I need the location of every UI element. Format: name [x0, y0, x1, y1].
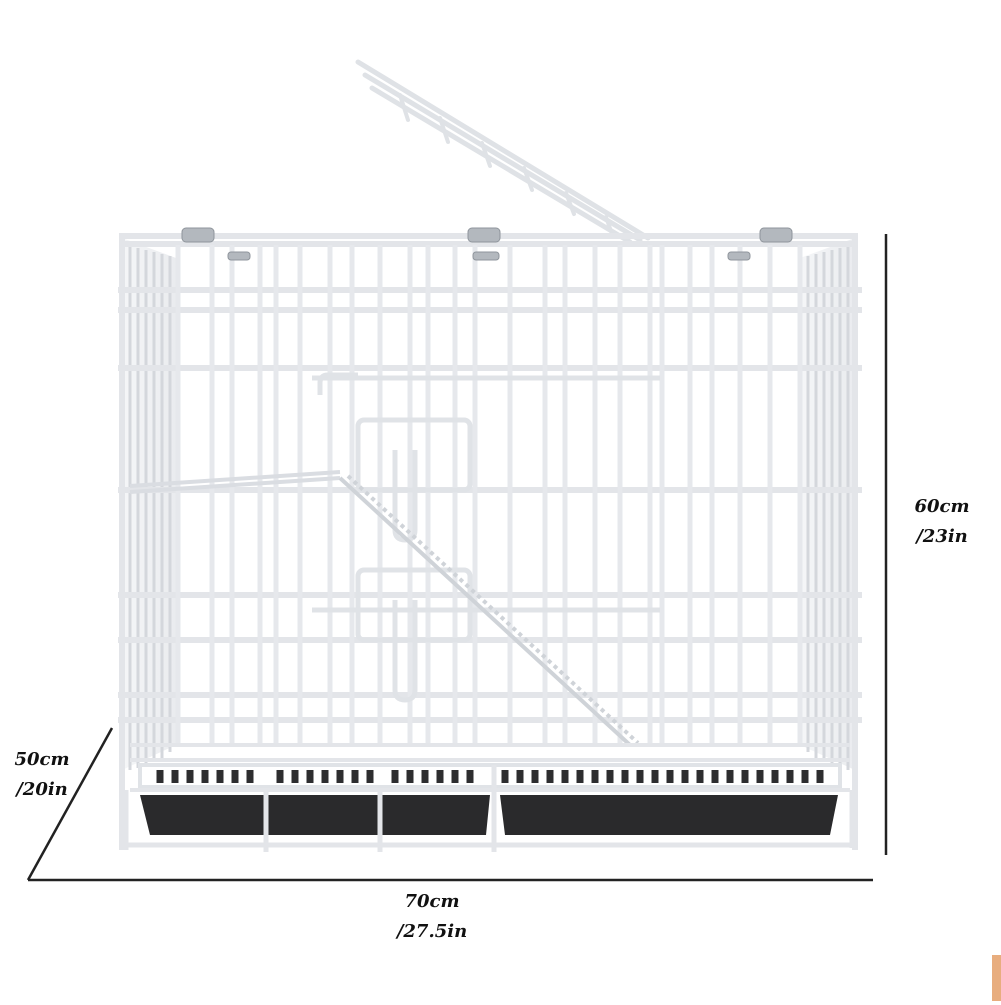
right-side-panel — [800, 238, 855, 770]
width-metric: 70cm — [404, 891, 460, 912]
base-frame — [123, 765, 855, 852]
width-label: 70cm /27.5in — [380, 887, 484, 947]
bottom-tray — [140, 795, 838, 835]
depth-dimension-line — [26, 727, 114, 881]
corner-accent-tab — [992, 955, 1001, 1001]
height-label: 60cm /23in — [900, 492, 984, 552]
front-door — [312, 372, 660, 703]
hinges — [181, 227, 793, 261]
floor-grate — [130, 743, 850, 792]
interior-shelf — [129, 470, 341, 494]
width-imperial: /27.5in — [396, 921, 468, 942]
front-vertical-bars — [175, 245, 803, 745]
dimension-lines — [26, 234, 888, 882]
depth-metric: 50cm — [14, 749, 70, 770]
left-side-panel — [122, 238, 176, 770]
interior-ramp — [338, 474, 640, 747]
depth-imperial: /20in — [16, 779, 68, 800]
height-imperial: /23in — [916, 526, 968, 547]
depth-label: 50cm /20in — [4, 745, 80, 805]
open-lid — [355, 59, 651, 245]
height-metric: 60cm — [914, 496, 970, 517]
